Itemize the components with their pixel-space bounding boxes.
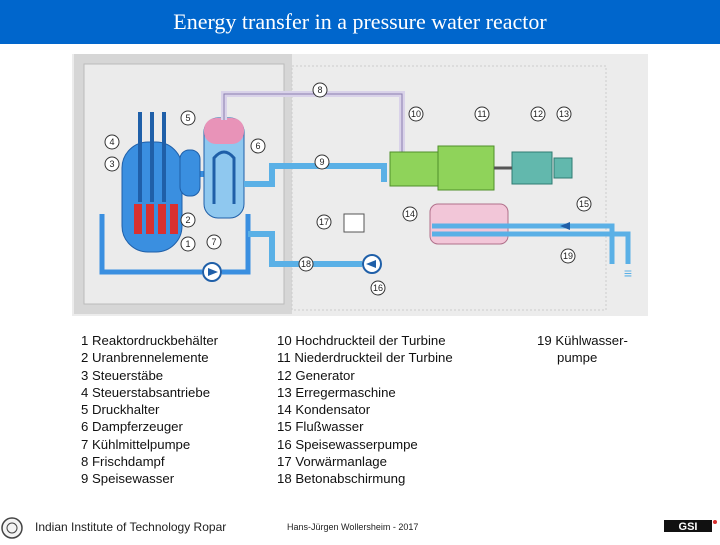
cooling-pump-arrow [560, 222, 570, 230]
legend-item: 5 Druckhalter [81, 402, 160, 418]
callout-2: 2 [180, 212, 196, 228]
low-pressure-turbine [437, 145, 495, 191]
fuel-rod [134, 204, 142, 234]
legend-item: 1 Reaktordruckbehälter [81, 333, 219, 348]
callout-4: 4 [104, 134, 120, 150]
callout-6-label: 6 [255, 141, 260, 151]
legend-item: 8 Frischdampf [81, 454, 165, 470]
legend-item: 18 Betonabschirmung [277, 471, 406, 487]
pressurizer [179, 149, 201, 197]
legend-item: 19 Kühlwasser- [537, 333, 628, 348]
legend-item: 11 Niederdruckteil der Turbine [277, 350, 453, 366]
callout-11-label: 11 [477, 109, 486, 119]
reactor-diagram-svg: ≡ 1 2 3 4 5 6 7 8 9 10 11 12 13 14 15 16… [74, 54, 632, 314]
preheater [343, 213, 365, 233]
callout-8: 8 [312, 82, 328, 98]
legend-item: 10 Hochdruckteil der Turbine [277, 333, 446, 348]
gsi-logo: GSI [664, 514, 718, 541]
coolant-pump-arrow [208, 268, 218, 276]
callout-9: 9 [314, 154, 330, 170]
callout-12: 12 [530, 106, 546, 122]
callout-4-label: 4 [109, 137, 114, 147]
reactor-diagram: ≡ 1 2 3 4 5 6 7 8 9 10 11 12 13 14 15 16… [72, 54, 648, 316]
callout-11: 11 [474, 106, 490, 122]
callout-13: 13 [556, 106, 572, 122]
legend-column-1: 1 Reaktordruckbehälter 2 Uranbrennelemen… [81, 332, 218, 488]
legend-item: 13 Erregermaschine [277, 384, 396, 400]
title-bar [0, 0, 720, 44]
callout-7-label: 7 [211, 237, 216, 247]
callout-13-label: 13 [559, 109, 569, 119]
legend-item: 7 Kühlmittelpumpe [81, 436, 191, 452]
callout-15: 15 [576, 196, 592, 212]
callout-19-label: 19 [563, 251, 573, 261]
river-water-line [432, 231, 631, 264]
legend-column-3: 19 Kühlwasser- pumpe [537, 332, 628, 367]
turbine-hall-outline [291, 65, 607, 311]
callout-1-label: 1 [185, 239, 190, 249]
callout-7: 7 [206, 234, 222, 250]
live-steam-line-outline [223, 93, 403, 164]
legend-item: 9 Speisewasser [81, 471, 175, 487]
legend-item: pumpe [557, 350, 598, 366]
sg-u-tubes [212, 150, 236, 204]
generator [511, 151, 553, 185]
legend-item: 6 Dampferzeuger [81, 419, 183, 435]
iit-ropar-logo [0, 516, 24, 545]
fuel-rod [146, 204, 154, 234]
callout-3: 3 [104, 156, 120, 172]
cooling-water-line [432, 223, 615, 264]
control-rod [138, 112, 142, 202]
callout-16-label: 16 [373, 283, 383, 293]
legend-item: 14 Kondensator [277, 402, 371, 418]
callout-19: 19 [560, 248, 576, 264]
control-rod [150, 112, 154, 202]
callout-10: 10 [408, 106, 424, 122]
legend-item: 2 Uranbrennelemente [81, 350, 209, 366]
callout-15-label: 15 [579, 199, 589, 209]
callout-18: 18 [298, 256, 314, 272]
callout-2-label: 2 [185, 215, 190, 225]
river-water-mark: ≡ [624, 265, 632, 281]
callout-3-label: 3 [109, 159, 114, 169]
callout-14-label: 14 [405, 209, 415, 219]
legend-item: 3 Steuerstäbe [81, 367, 164, 383]
callout-18-label: 18 [301, 259, 311, 269]
feedwater-line [244, 163, 387, 187]
iit-ropar-logo-icon [1, 517, 23, 539]
legend-item: 4 Steuerstabsantriebe [81, 384, 211, 400]
callout-10-label: 10 [411, 109, 421, 119]
fuel-rod [158, 204, 166, 234]
callout-17: 17 [316, 214, 332, 230]
footer-institution: Indian Institute of Technology Ropar [35, 520, 227, 534]
callout-17-label: 17 [319, 217, 329, 227]
footer-author: Hans-Jürgen Wollersheim - 2017 [287, 522, 419, 532]
control-rod [162, 112, 166, 202]
legend-column-2: 10 Hochdruckteil der Turbine 11 Niederdr… [277, 332, 453, 488]
steam-dome [204, 118, 244, 144]
callout-16: 16 [370, 280, 386, 296]
feedwater-pump-arrow [366, 260, 376, 268]
callout-6: 6 [250, 138, 266, 154]
legend-item: 16 Speisewasserpumpe [277, 436, 418, 452]
callout-14: 14 [402, 206, 418, 222]
legend-item: 15 Flußwasser [277, 419, 364, 435]
gsi-logo-icon: GSI [664, 520, 717, 533]
primary-return-pipe [99, 214, 202, 275]
legend-item: 12 Generator [277, 367, 355, 383]
callout-5-label: 5 [185, 113, 190, 123]
high-pressure-turbine [389, 151, 439, 187]
callout-9-label: 9 [319, 157, 324, 167]
callout-5: 5 [180, 110, 196, 126]
exciter [553, 157, 573, 179]
callout-8-label: 8 [317, 85, 322, 95]
slide-title: Energy transfer in a pressure water reac… [173, 9, 547, 34]
callout-12-label: 12 [533, 109, 543, 119]
legend-item: 17 Vorwärmanlage [277, 454, 387, 470]
feedwater-return [248, 231, 362, 267]
gsi-logo-text: GSI [679, 521, 698, 533]
fuel-rod [170, 204, 178, 234]
callout-1: 1 [180, 236, 196, 252]
